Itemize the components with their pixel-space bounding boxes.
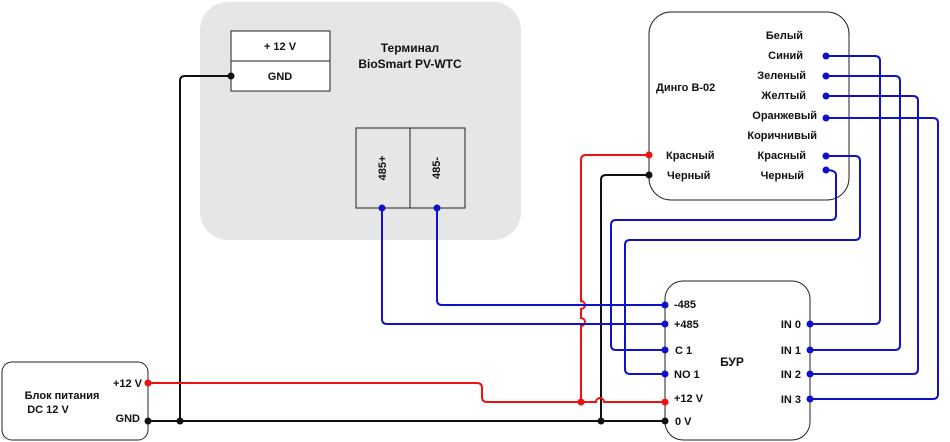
junction-dots	[144, 52, 830, 425]
dingo-wire-blue: Синий	[768, 50, 803, 62]
psu-name-line2: DC 12 V	[27, 404, 69, 416]
dot-bur-plus485	[661, 320, 669, 328]
psu-box	[1, 361, 149, 441]
dot-dingo-yellow	[822, 92, 830, 100]
dingo-wire-black-left: Черный	[667, 170, 710, 182]
bur-pin-in0: IN 0	[781, 319, 801, 331]
dot-bur-c1	[661, 346, 669, 354]
psu-gnd-label: GND	[116, 413, 141, 425]
dot-485-plus	[378, 204, 386, 212]
dot-bur-in1	[806, 346, 814, 354]
bur-pin-minus485: -485	[674, 299, 696, 311]
dot-dingo-black-right	[822, 166, 830, 174]
bur-pin-in1: IN 1	[781, 345, 801, 357]
dot-485-minus	[433, 204, 441, 212]
dot-dingo-red-right	[822, 152, 830, 160]
dot-gnd-junction-1	[176, 417, 184, 425]
bur-box	[664, 280, 811, 441]
psu-plus-label: +12 V	[113, 378, 143, 390]
wire-485-plus	[381, 208, 665, 325]
dot-psu-gnd	[144, 417, 152, 425]
dingo-wire-black-right: Черный	[761, 170, 804, 182]
dot-gnd-junction-2	[597, 417, 605, 425]
dot-bur-in3	[806, 395, 814, 403]
dot-dingo-blue	[822, 52, 830, 60]
bur-name: БУР	[720, 355, 744, 369]
wire-terminal-gnd	[179, 75, 231, 421]
dingo-wire-white: Белый	[766, 30, 803, 42]
bur-pin-c1: C 1	[675, 345, 692, 357]
dot-terminal-gnd	[227, 72, 235, 80]
bur-pin-in2: IN 2	[781, 369, 801, 381]
dot-bur-in2	[806, 370, 814, 378]
wire-in0	[810, 55, 881, 325]
terminal-power-gnd-label: GND	[268, 71, 293, 83]
terminal-power-plus-label: + 12 V	[264, 41, 297, 53]
wire-dingo-red	[580, 154, 649, 402]
dot-bur-plus12	[661, 398, 669, 406]
dot-dingo-orange	[822, 114, 830, 122]
wire-in2	[810, 95, 919, 375]
wire-485-minus	[436, 208, 665, 306]
dot-bur-in0	[806, 320, 814, 328]
dot-dingo-black-left	[645, 171, 653, 179]
dingo-wire-yellow: Желтый	[760, 90, 806, 102]
wire-in3	[810, 117, 939, 400]
dingo-box	[648, 11, 850, 201]
bur-pin-plus12: +12 V	[674, 393, 704, 405]
wire-dingo-black-to-c1	[610, 169, 837, 351]
wire-in1	[810, 75, 901, 351]
dingo-wire-green: Зеленый	[757, 70, 806, 82]
wire-dingo-black	[600, 174, 649, 421]
bur-pin-plus485: +485	[674, 319, 699, 331]
dingo-wire-red-right: Красный	[758, 150, 806, 162]
dot-bur-0v	[661, 417, 669, 425]
blue-wires	[381, 55, 939, 400]
dot-red-junction	[577, 398, 585, 406]
dingo-name: Динго В-02	[656, 82, 715, 94]
dot-bur-minus485	[661, 301, 669, 309]
terminal-485-plus-label: 485+	[377, 156, 389, 181]
terminal-title-line2: BioSmart PV-WTC	[358, 57, 462, 71]
wire-psu-plus	[148, 382, 665, 403]
dot-bur-no1	[661, 370, 669, 378]
bur-pin-0v: 0 V	[675, 416, 692, 428]
dingo-wire-brown: Коричнивый	[747, 130, 817, 142]
terminal-title-line1: Терминал	[381, 41, 439, 55]
dingo-wire-red-left: Красный	[666, 150, 714, 162]
dot-psu-plus	[144, 379, 152, 387]
wire-dingo-red-to-no1	[624, 155, 861, 375]
bur-pin-no1: NO 1	[674, 369, 700, 381]
dot-dingo-green	[822, 72, 830, 80]
dingo-wire-orange: Оранжевый	[752, 110, 817, 122]
dot-dingo-red-left	[645, 151, 653, 159]
terminal-485-minus-label: 485-	[431, 157, 443, 179]
bur-pin-in3: IN 3	[781, 394, 801, 406]
psu-name-line1: Блок питания	[25, 390, 100, 402]
black-wires	[148, 75, 665, 422]
